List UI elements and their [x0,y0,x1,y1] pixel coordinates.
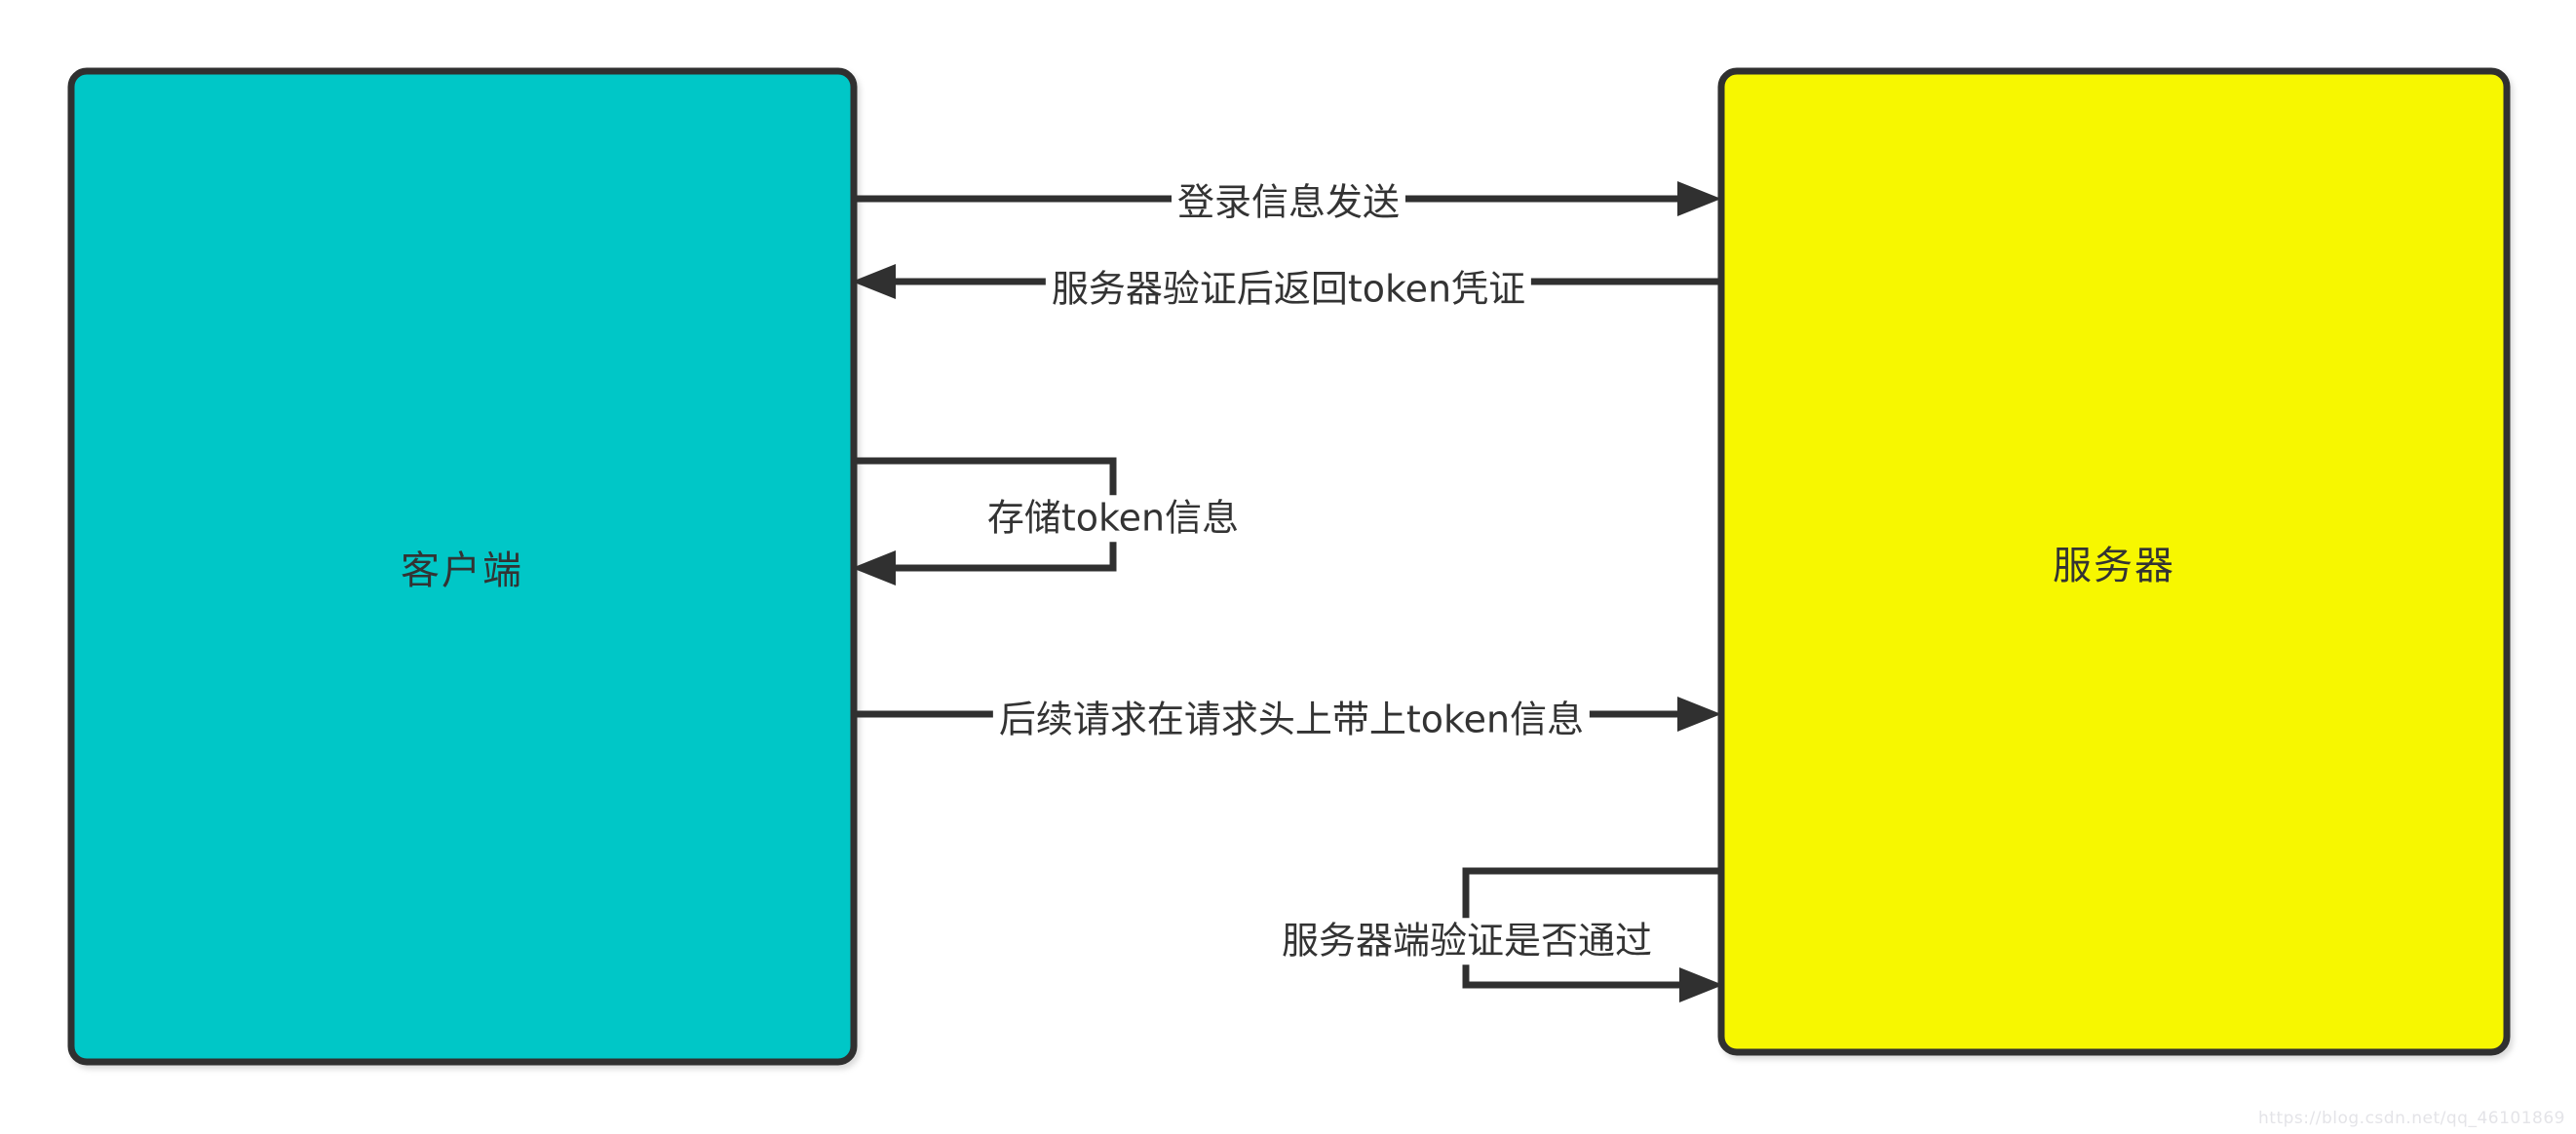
edge-label-token-return: 服务器验证后返回token凭证 [1045,266,1532,313]
server-box [1717,67,2511,1056]
watermark-url: https://blog.csdn.net/qq_46101869 [2258,1109,2565,1128]
loop-server-verify-head [1679,967,1723,1002]
arrow-login-send-head [1677,181,1721,216]
edge-label-subsequent-request: 后续请求在请求头上带上token信息 [992,697,1591,743]
arrow-subsequent-request-head [1677,697,1721,732]
arrow-token-return-head [852,264,896,299]
edge-label-server-verify: 服务器端验证是否通过 [1275,918,1659,964]
client-box-label: 客户端 [401,548,523,593]
edge-label-store-token: 存储token信息 [980,495,1246,542]
edge-label-login-send: 登录信息发送 [1171,179,1406,226]
client-box [67,67,858,1066]
loop-store-token-head [852,550,896,586]
server-box-label: 服务器 [2053,544,2175,588]
